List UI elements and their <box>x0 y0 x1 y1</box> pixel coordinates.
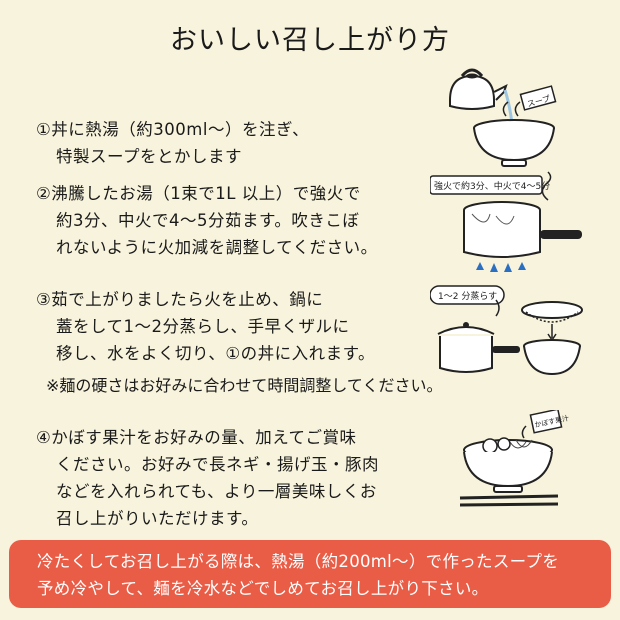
step-3-line-3: 移し、水をよく切り、①の丼に入れます。 <box>56 344 375 363</box>
hardness-note: ※麺の硬さはお好みに合わせて時間調整してください。 <box>46 376 443 395</box>
boil-time-label: 強火で約3分、中火で4～5分 <box>434 180 550 192</box>
cold-serving-banner: 冷たくしてお召し上がる際は、熱湯（約200ml～）で作ったスープを 予め冷やして… <box>9 540 611 608</box>
step-3: ③茹で上がりましたら火を止め、鍋に 蓋をして1～2分蒸らし、手早くザルに 移し、… <box>36 286 375 367</box>
colander-icon: 1～2 分蒸らす <box>430 285 583 376</box>
step-4-line-1: ④かぼす果汁をお好みの量、加えてご賞味 <box>36 428 357 447</box>
noodle-bowl-icon: かぼす果汁 <box>459 410 570 507</box>
step-4-line-3: などを入れられても、より一層美味しくお <box>56 482 377 501</box>
step-2-line-3: れないように火加減を調整してください。 <box>56 238 378 257</box>
step-3-line-1: ③茹で上がりましたら火を止め、鍋に <box>36 290 324 309</box>
step-1-line-1: ①丼に熱湯（約300ml～）を注ぎ、 <box>36 120 310 139</box>
step-2: ②沸騰したお湯（1束で1L 以上）で強火で 約3分、中火で4～5分茹ます。吹きこ… <box>36 180 378 261</box>
banner-line-2: 予め冷やして、麺を冷水などでしめてお召し上がり下さい。 <box>37 579 489 598</box>
step-2-line-1: ②沸騰したお湯（1束で1L 以上）で強火で <box>36 184 361 203</box>
steam-drain-illustration: 1～2 分蒸らす <box>430 280 590 384</box>
step-1-line-2: 特製スープをとかします <box>56 147 243 166</box>
kettle-bowl-icon: スープ <box>449 68 557 167</box>
step-1: ①丼に熱湯（約300ml～）を注ぎ、 特製スープをとかします <box>36 116 309 170</box>
step-4: ④かぼす果汁をお好みの量、加えてご賞味 ください。お好みで長ネギ・揚げ玉・豚肉 … <box>36 424 379 532</box>
step-4-line-2: ください。お好みで長ネギ・揚げ玉・豚肉 <box>56 455 379 474</box>
noodle-bowl-illustration: かぼす果汁 <box>454 410 574 510</box>
pot-stove-illustration: 強火で約3分、中火で4～5分 <box>430 170 590 282</box>
step-3-line-2: 蓋をして1～2分蒸らし、手早くザルに <box>56 317 350 336</box>
banner-line-1: 冷たくしてお召し上がる際は、熱湯（約200ml～）で作ったスープを <box>37 552 560 571</box>
page-title: おいしい召し上がり方 <box>170 25 450 56</box>
step-2-line-2: 約3分、中火で4～5分茹ます。吹きこぼ <box>56 211 360 230</box>
step-4-line-4: 召し上がりいただけます。 <box>56 509 259 528</box>
steam-time-label: 1～2 分蒸らす <box>438 290 497 302</box>
kettle-bowl-illustration: スープ <box>440 62 560 170</box>
pot-icon: 強火で約3分、中火で4～5分 <box>430 171 582 272</box>
